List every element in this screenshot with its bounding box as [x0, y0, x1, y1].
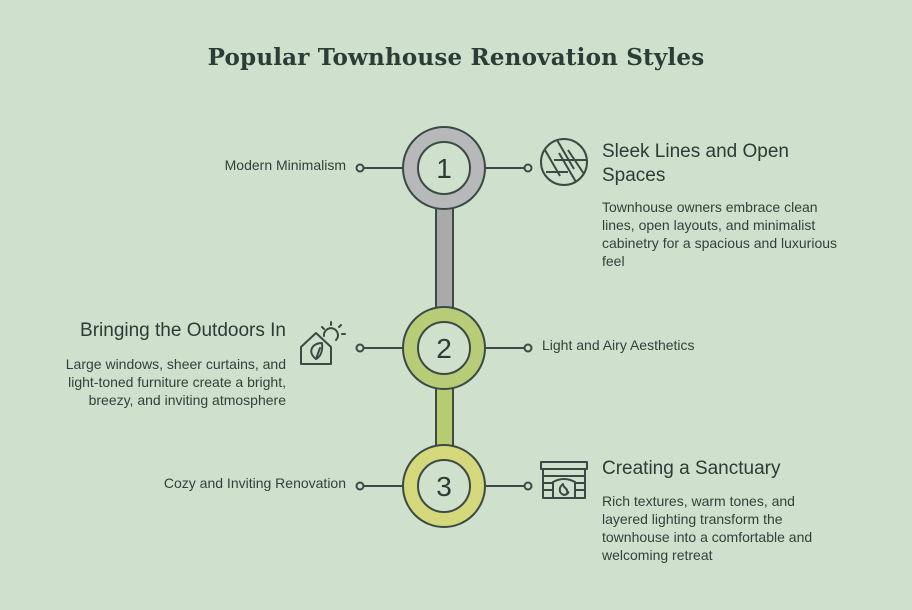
step-3-heading: Creating a Sanctuary — [602, 458, 781, 479]
step-1-side-label: Modern Minimalism — [224, 157, 346, 173]
house-leaf-sun-icon — [300, 321, 346, 365]
step-1-left-dot — [355, 163, 365, 173]
step-1-heading: Sleek Lines and Open Spaces — [602, 141, 789, 186]
step-1-node: 1 — [402, 126, 486, 210]
step-3-description: Rich textures, warm tones, and layered l… — [602, 493, 813, 563]
connector-2-3 — [435, 385, 454, 451]
step-1-number: 1 — [436, 153, 452, 184]
step-3-left-dot — [355, 481, 365, 491]
step-3-number: 3 — [436, 471, 452, 502]
fireplace-icon — [540, 461, 588, 499]
step-2-right-dot — [523, 343, 533, 353]
step-3-right-dot — [523, 481, 533, 491]
step-1-right-dot — [523, 163, 533, 173]
step-2-description: Large windows, sheer curtains, and light… — [65, 356, 286, 408]
page-title: Popular Townhouse Renovation Styles — [207, 44, 705, 71]
step-2-left-dot — [355, 343, 365, 353]
connector-1-2 — [435, 203, 454, 313]
step-2-node: 2 — [402, 306, 486, 390]
step-1-description: Townhouse owners embrace clean lines, op… — [602, 199, 838, 269]
step-2-heading: Bringing the Outdoors In — [80, 320, 286, 341]
step-2-number: 2 — [436, 333, 452, 364]
step-3-node: 3 — [402, 444, 486, 528]
aperture-icon — [540, 138, 588, 186]
step-2-side-label: Light and Airy Aesthetics — [542, 337, 695, 353]
step-3-side-label: Cozy and Inviting Renovation — [163, 475, 346, 491]
